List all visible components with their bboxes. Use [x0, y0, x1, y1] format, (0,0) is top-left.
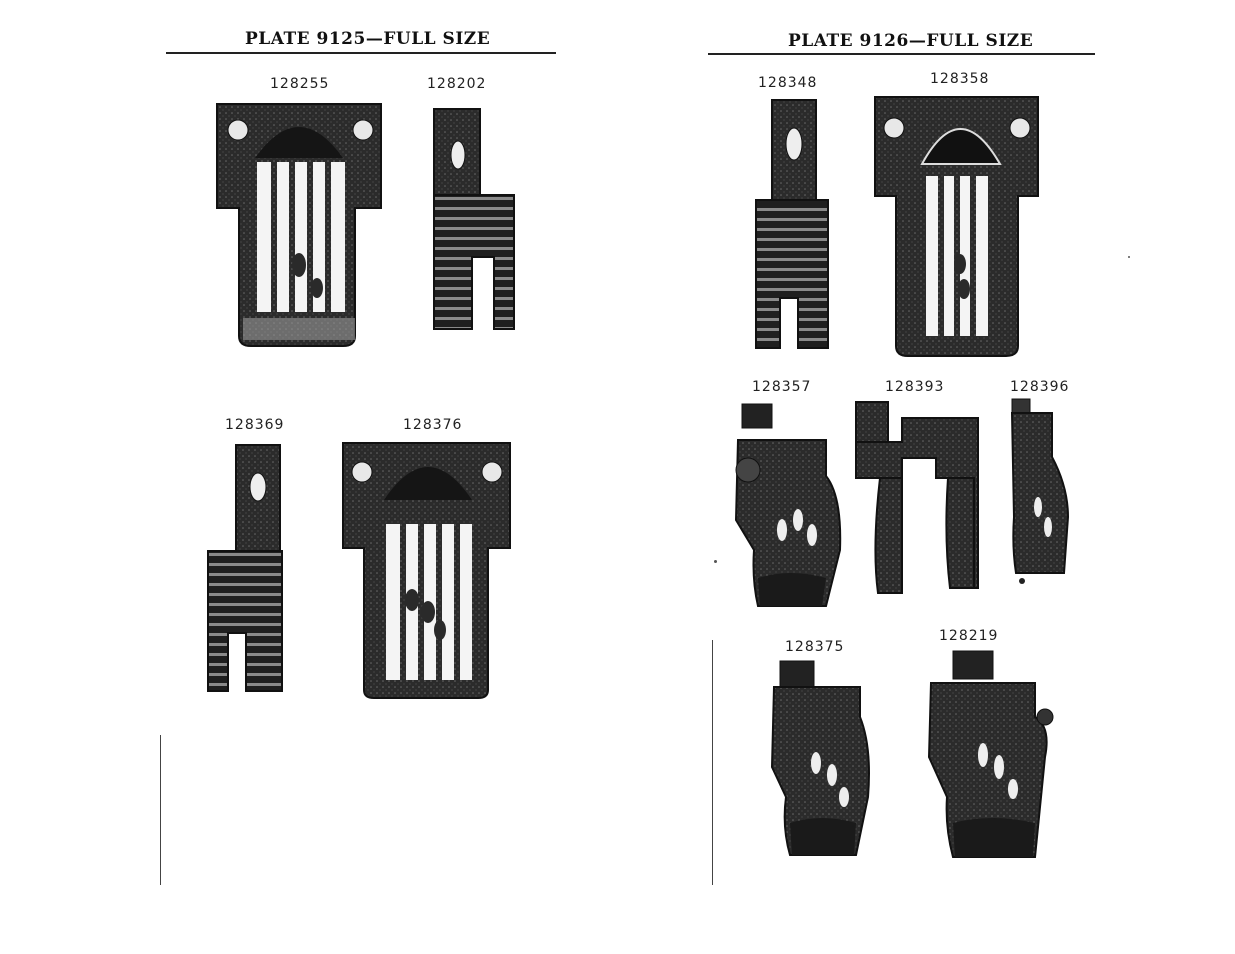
- feed-dog-128369-image: [207, 444, 283, 692]
- speck: [714, 560, 717, 563]
- part-label-128202: 128202: [427, 76, 487, 92]
- left-page: PLATE 9125—FULL SIZE 128255 128202 12836…: [0, 0, 600, 954]
- right-title-rule: [708, 53, 1095, 55]
- left-margin-line: [160, 735, 161, 885]
- part-label-128369: 128369: [225, 417, 285, 433]
- throat-plate-128255-image: [216, 103, 382, 347]
- throat-plate-128358-image: [874, 96, 1039, 357]
- part-label-128393: 128393: [885, 379, 945, 395]
- part-label-128219: 128219: [939, 628, 999, 644]
- speck: [1128, 256, 1130, 258]
- presser-foot-128393-image: [855, 401, 979, 594]
- feed-dog-128348-image: [755, 99, 829, 349]
- part-label-128358: 128358: [930, 71, 990, 87]
- left-title-rule: [166, 52, 556, 54]
- right-plate-title: PLATE 9126—FULL SIZE: [788, 31, 1034, 51]
- part-label-128376: 128376: [403, 417, 463, 433]
- part-label-128357: 128357: [752, 379, 812, 395]
- part-label-128348: 128348: [758, 75, 818, 91]
- feed-dog-128202-image: [433, 108, 515, 330]
- presser-foot-128375-image: [770, 660, 870, 856]
- right-margin-line: [712, 640, 713, 885]
- part-label-128255: 128255: [270, 76, 330, 92]
- presser-foot-128396-image: [1010, 398, 1070, 584]
- presser-foot-128357-image: [734, 403, 842, 607]
- part-label-128375: 128375: [785, 639, 845, 655]
- part-label-128396: 128396: [1010, 379, 1070, 395]
- right-page: PLATE 9126—FULL SIZE 128348 128358 12835…: [600, 0, 1235, 954]
- throat-plate-128376-image: [342, 442, 511, 699]
- left-plate-title: PLATE 9125—FULL SIZE: [245, 29, 491, 49]
- presser-foot-128219-image: [927, 650, 1054, 858]
